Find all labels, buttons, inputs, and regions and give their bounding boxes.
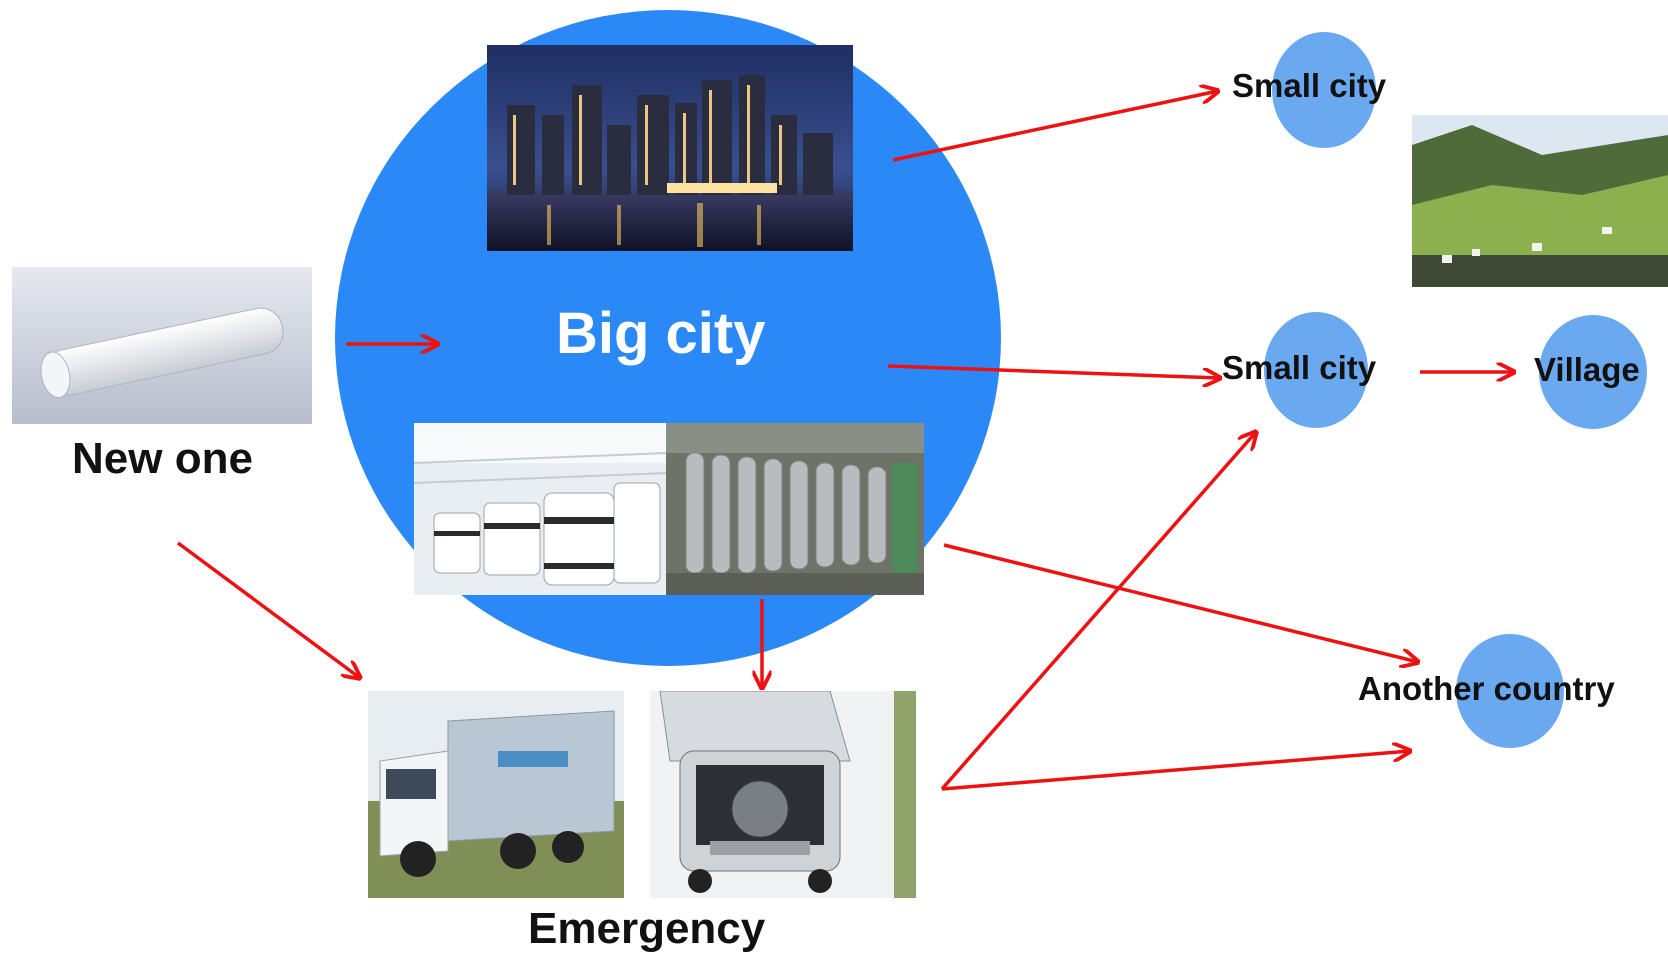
truck-image (368, 691, 624, 898)
another-country-label: Another country (1358, 670, 1615, 707)
plant-modules-graphic (666, 423, 924, 595)
van-graphic (650, 691, 916, 898)
plant-modules-image (666, 423, 924, 595)
city-skyline-graphic (487, 45, 853, 251)
plant-tanks-image (414, 423, 666, 595)
van-image (650, 691, 916, 898)
new-one-label: New one (72, 434, 253, 483)
filter-cartridge-image (12, 267, 312, 424)
small-city-top-label: Small city (1232, 67, 1387, 104)
another-country-circle (1456, 634, 1564, 748)
arrow-plant-to-another-country (943, 543, 1418, 662)
arrow-emergency-to-another-country (941, 751, 1410, 791)
plant-tanks-graphic (414, 423, 666, 595)
filter-cartridge-graphic (12, 267, 312, 424)
truck-graphic (368, 691, 624, 898)
village-landscape-image (1412, 115, 1668, 287)
small-city-top-circle (1272, 32, 1376, 148)
arrow-emergency-to-smallcity-mid (940, 432, 1256, 791)
city-skyline-image (487, 45, 853, 251)
arrow-bigcity-to-smallcity-mid (887, 364, 1220, 378)
arrow-bigcity-to-smallcity-top (892, 91, 1218, 162)
emergency-label: Emergency (528, 904, 766, 953)
big-city-label: Big city (556, 301, 766, 366)
village-landscape-graphic (1412, 115, 1668, 287)
village-label: Village (1534, 351, 1640, 388)
village-circle (1539, 315, 1647, 429)
small-city-mid-circle (1264, 312, 1368, 428)
small-city-mid-label: Small city (1222, 349, 1377, 386)
arrow-newone-to-emergency (176, 541, 360, 678)
